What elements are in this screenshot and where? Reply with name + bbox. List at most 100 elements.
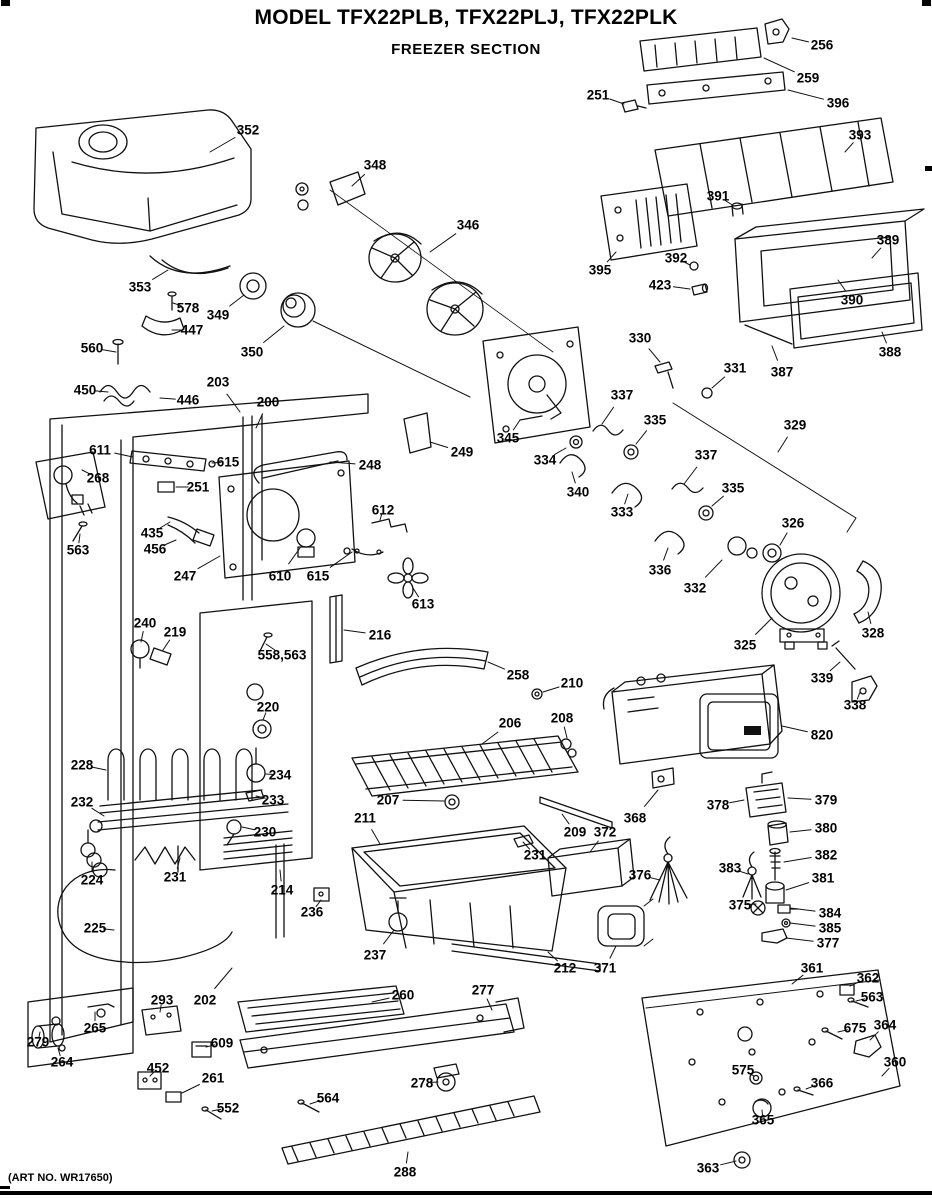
leader-line: [648, 348, 661, 363]
leader-line: [81, 469, 92, 475]
part-label-352: 352: [236, 122, 260, 138]
part-label-251: 251: [586, 87, 610, 103]
part-label-258: 258: [506, 667, 530, 683]
icemaker-art: [602, 664, 783, 789]
part-label-206: 206: [498, 715, 522, 731]
leader-line: [855, 998, 866, 1002]
leader-line: [329, 551, 353, 568]
leader-line: [704, 559, 723, 578]
leader-line: [609, 945, 617, 959]
part-label-371: 371: [593, 960, 617, 976]
leader-line: [486, 998, 493, 1011]
leader-line: [405, 1151, 409, 1164]
part-label-612: 612: [371, 502, 395, 518]
part-label-340: 340: [566, 484, 590, 500]
part-label-615: 615: [216, 454, 240, 470]
leader-line: [844, 142, 854, 153]
part-label-360: 360: [883, 1054, 907, 1070]
leader-line: [209, 137, 236, 153]
top-rail-art: [600, 18, 894, 296]
leader-line: [785, 937, 814, 942]
part-label-361: 361: [800, 960, 824, 976]
part-label-382: 382: [814, 847, 838, 863]
part-label-381: 381: [811, 870, 835, 886]
leader-line: [149, 1071, 155, 1077]
part-label-362: 362: [856, 970, 880, 986]
part-label-249: 249: [450, 444, 474, 460]
leader-line: [571, 471, 576, 484]
part-label-335: 335: [643, 412, 667, 428]
part-label-332: 332: [683, 580, 707, 596]
part-label-203: 203: [206, 374, 230, 390]
leader-line: [561, 813, 570, 825]
part-label-337: 337: [694, 447, 718, 463]
leader-line: [152, 269, 169, 280]
page-title: MODEL TFX22PLB, TFX22PLJ, TFX22PLK: [254, 6, 678, 29]
part-label-384: 384: [818, 905, 842, 921]
interior-parts-art: [35, 412, 432, 871]
leader-line: [644, 789, 659, 807]
part-label-456: 456: [143, 541, 167, 557]
part-label-615: 615: [306, 568, 330, 584]
part-label-208: 208: [550, 710, 574, 726]
part-label-575: 575: [731, 1062, 755, 1078]
part-label-368: 368: [623, 810, 647, 826]
leader-line: [163, 539, 177, 546]
part-label-563: 563: [66, 542, 90, 558]
part-label-212: 212: [553, 960, 577, 976]
part-label-380: 380: [814, 820, 838, 836]
leader-line: [720, 1160, 737, 1166]
part-label-236: 236: [300, 904, 324, 920]
base-rails-art: [137, 985, 541, 1165]
leader-line: [771, 345, 778, 361]
part-label-611: 611: [89, 442, 111, 458]
part-label-268: 268: [86, 470, 110, 486]
part-label-334: 334: [533, 452, 557, 468]
part-label-237: 237: [363, 947, 387, 963]
part-label-396: 396: [826, 95, 850, 111]
leader-line: [288, 547, 301, 565]
part-label-200: 200: [256, 394, 280, 410]
leader-line: [683, 466, 698, 485]
part-label-251: 251: [186, 479, 210, 495]
leader-line: [91, 807, 105, 817]
leader-line: [711, 376, 726, 389]
part-label-345: 345: [496, 430, 520, 446]
linkage-art: [559, 361, 857, 563]
leader-line: [867, 611, 872, 624]
part-label-558-563: 558,563: [257, 647, 307, 663]
leader-line: [609, 98, 625, 105]
part-label-264: 264: [50, 1054, 74, 1070]
leader-line: [176, 857, 181, 869]
leader-line: [881, 331, 887, 344]
part-label-209: 209: [563, 824, 587, 840]
leader-line: [648, 876, 661, 881]
part-label-388: 388: [878, 344, 902, 360]
part-label-346: 346: [456, 217, 480, 233]
auger-assembly-art: [239, 171, 591, 444]
drawer-art: [734, 208, 925, 349]
leader-line: [547, 951, 558, 962]
leader-line: [78, 533, 81, 544]
leader-line: [791, 974, 804, 985]
leader-line: [265, 643, 276, 651]
part-label-613: 613: [411, 596, 435, 612]
leader-line: [428, 1081, 439, 1083]
leader-line: [881, 1067, 890, 1077]
leader-line: [787, 89, 824, 100]
leader-line: [837, 1029, 848, 1033]
leader-line: [351, 173, 366, 187]
damper-art: [547, 836, 762, 947]
part-label-393: 393: [848, 127, 872, 143]
part-label-231: 231: [163, 869, 187, 885]
part-label-232: 232: [70, 794, 94, 810]
part-label-387: 387: [770, 364, 794, 380]
ice-bucket-art: [33, 109, 252, 274]
part-label-339: 339: [810, 670, 834, 686]
part-label-211: 211: [354, 810, 376, 826]
leader-line: [57, 1047, 61, 1057]
part-label-331: 331: [723, 360, 747, 376]
leader-line: [849, 981, 861, 987]
